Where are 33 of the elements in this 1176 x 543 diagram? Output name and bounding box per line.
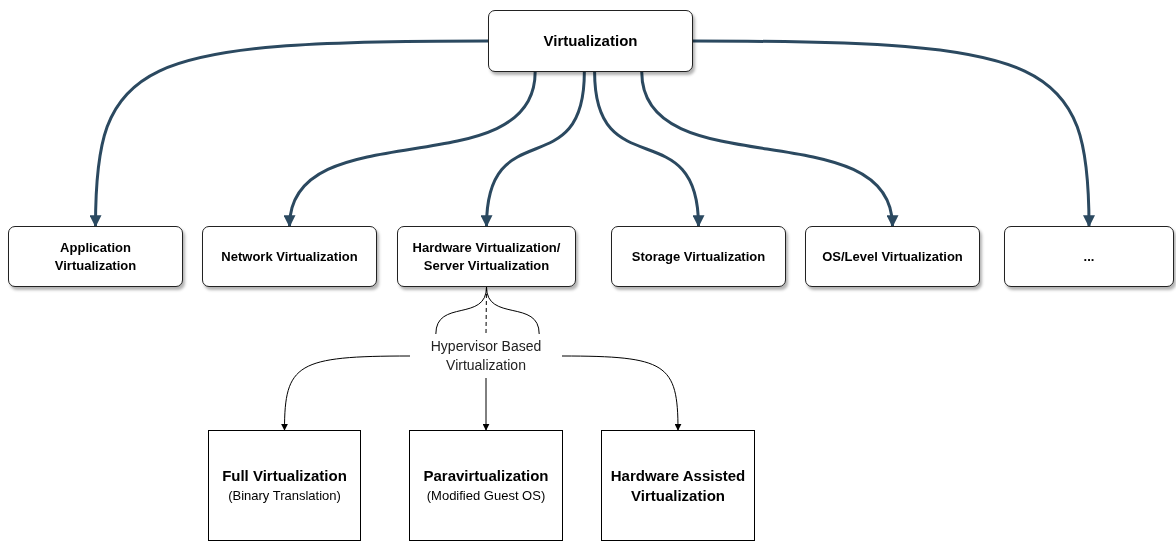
box-title: OS/Level Virtualization bbox=[822, 247, 963, 266]
box-title: Hypervisor Based Virtualization bbox=[429, 337, 543, 375]
process-box bbox=[805, 226, 980, 287]
arrow bbox=[640, 71, 897, 228]
box-title: Paravirtualization bbox=[423, 465, 549, 486]
process-box bbox=[397, 226, 576, 287]
process-box bbox=[1004, 226, 1174, 287]
box-subtitle: (Binary Translation) bbox=[228, 487, 341, 506]
box-title: Virtualization bbox=[543, 30, 638, 51]
process-box bbox=[8, 226, 183, 287]
arrow bbox=[89, 39, 488, 228]
box-title: Hardware Virtualization/ Server Virtualization bbox=[411, 238, 562, 275]
arrow bbox=[561, 355, 682, 431]
box-title: Storage Virtualization bbox=[631, 247, 766, 266]
connector-line bbox=[486, 286, 540, 335]
process-box bbox=[409, 430, 563, 541]
box-subtitle: (Modified Guest OS) bbox=[426, 487, 546, 506]
arrow bbox=[693, 39, 1095, 228]
process-box bbox=[601, 430, 755, 541]
box-title: Application Virtualization bbox=[53, 238, 138, 275]
process-box bbox=[208, 430, 361, 541]
arrow bbox=[481, 71, 586, 228]
box-title: Full Virtualization bbox=[222, 465, 347, 486]
arrow bbox=[482, 377, 490, 431]
box-title: Hardware Assisted Virtualization bbox=[609, 466, 747, 505]
arrow bbox=[281, 355, 411, 431]
process-box bbox=[611, 226, 786, 287]
process-box bbox=[202, 226, 377, 287]
arrow bbox=[285, 71, 537, 228]
box-title: Network Virtualization bbox=[221, 247, 358, 266]
process-box bbox=[488, 10, 693, 72]
arrow bbox=[593, 71, 704, 228]
box-title: ... bbox=[1083, 247, 1095, 266]
